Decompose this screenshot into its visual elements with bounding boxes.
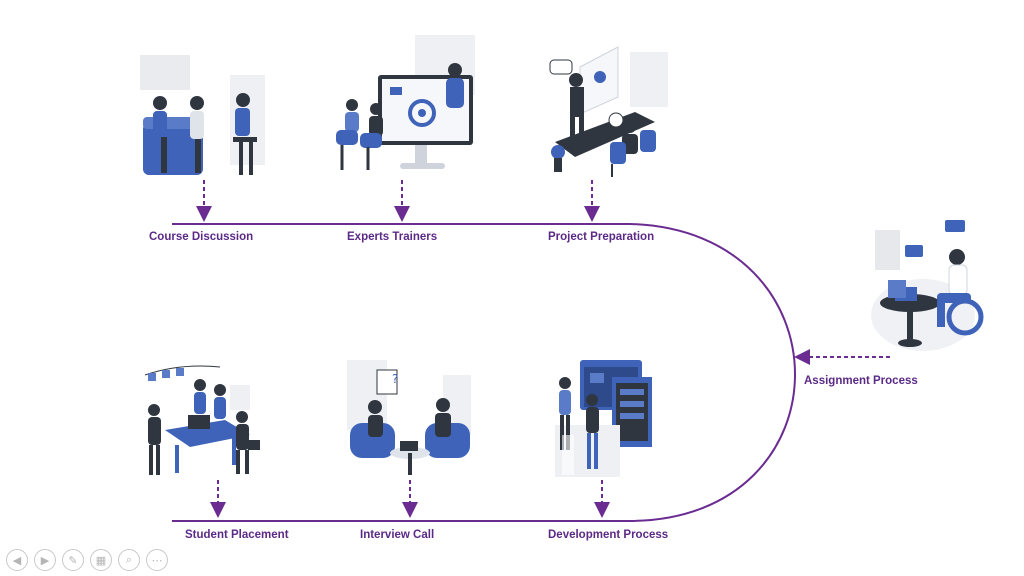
experts-trainers-illustration: [336, 35, 475, 170]
project-preparation-illustration: [549, 46, 668, 177]
label-development-process: Development Process: [548, 529, 669, 541]
label-course-discussion: Course Discussion: [149, 231, 254, 243]
previous-icon[interactable]: ◀: [6, 549, 28, 571]
label-experts-trainers: Experts Trainers: [347, 231, 438, 243]
label-interview-call: Interview Call: [360, 529, 435, 541]
development-process-illustration: [555, 360, 652, 477]
assignment-process-illustration: [871, 220, 984, 351]
pen-icon[interactable]: ✎: [62, 549, 84, 571]
course-discussion-illustration: [140, 55, 265, 175]
zoom-icon[interactable]: ⌕: [118, 549, 140, 571]
slideshow-toolbar: ◀ ▶ ✎ ▦ ⌕ ⋯: [6, 549, 168, 571]
label-student-placement: Student Placement: [185, 529, 289, 541]
more-icon[interactable]: ⋯: [146, 549, 168, 571]
slides-icon[interactable]: ▦: [90, 549, 112, 571]
next-icon[interactable]: ▶: [34, 549, 56, 571]
flow-path: [172, 223, 796, 522]
label-project-preparation: Project Preparation: [548, 231, 655, 243]
label-assignment-process: Assignment Process: [804, 375, 918, 387]
student-placement-illustration: [144, 365, 260, 475]
interview-call-illustration: ?: [347, 360, 471, 475]
svg-text:?: ?: [392, 372, 398, 386]
